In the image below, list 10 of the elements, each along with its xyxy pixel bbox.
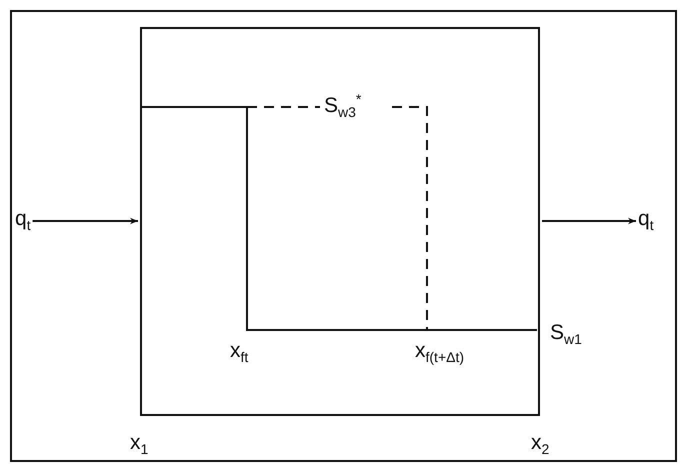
flow-arrow	[32, 218, 138, 224]
position-label: x$_{1}$	[130, 432, 148, 456]
position-label: x$_{2}$	[531, 432, 550, 456]
front-position-label: x$_{ft}$	[230, 340, 248, 364]
flow-arrow	[542, 218, 636, 224]
front-position-label: x$_{f(t+Δt)}$	[415, 340, 464, 364]
flow-rate-label: q$_{t}$	[15, 208, 31, 232]
control-volume-box	[140, 27, 540, 416]
flow-rate-label: q$_{t}$	[638, 208, 654, 232]
saturation-label: S$_{w1}$	[550, 322, 582, 346]
